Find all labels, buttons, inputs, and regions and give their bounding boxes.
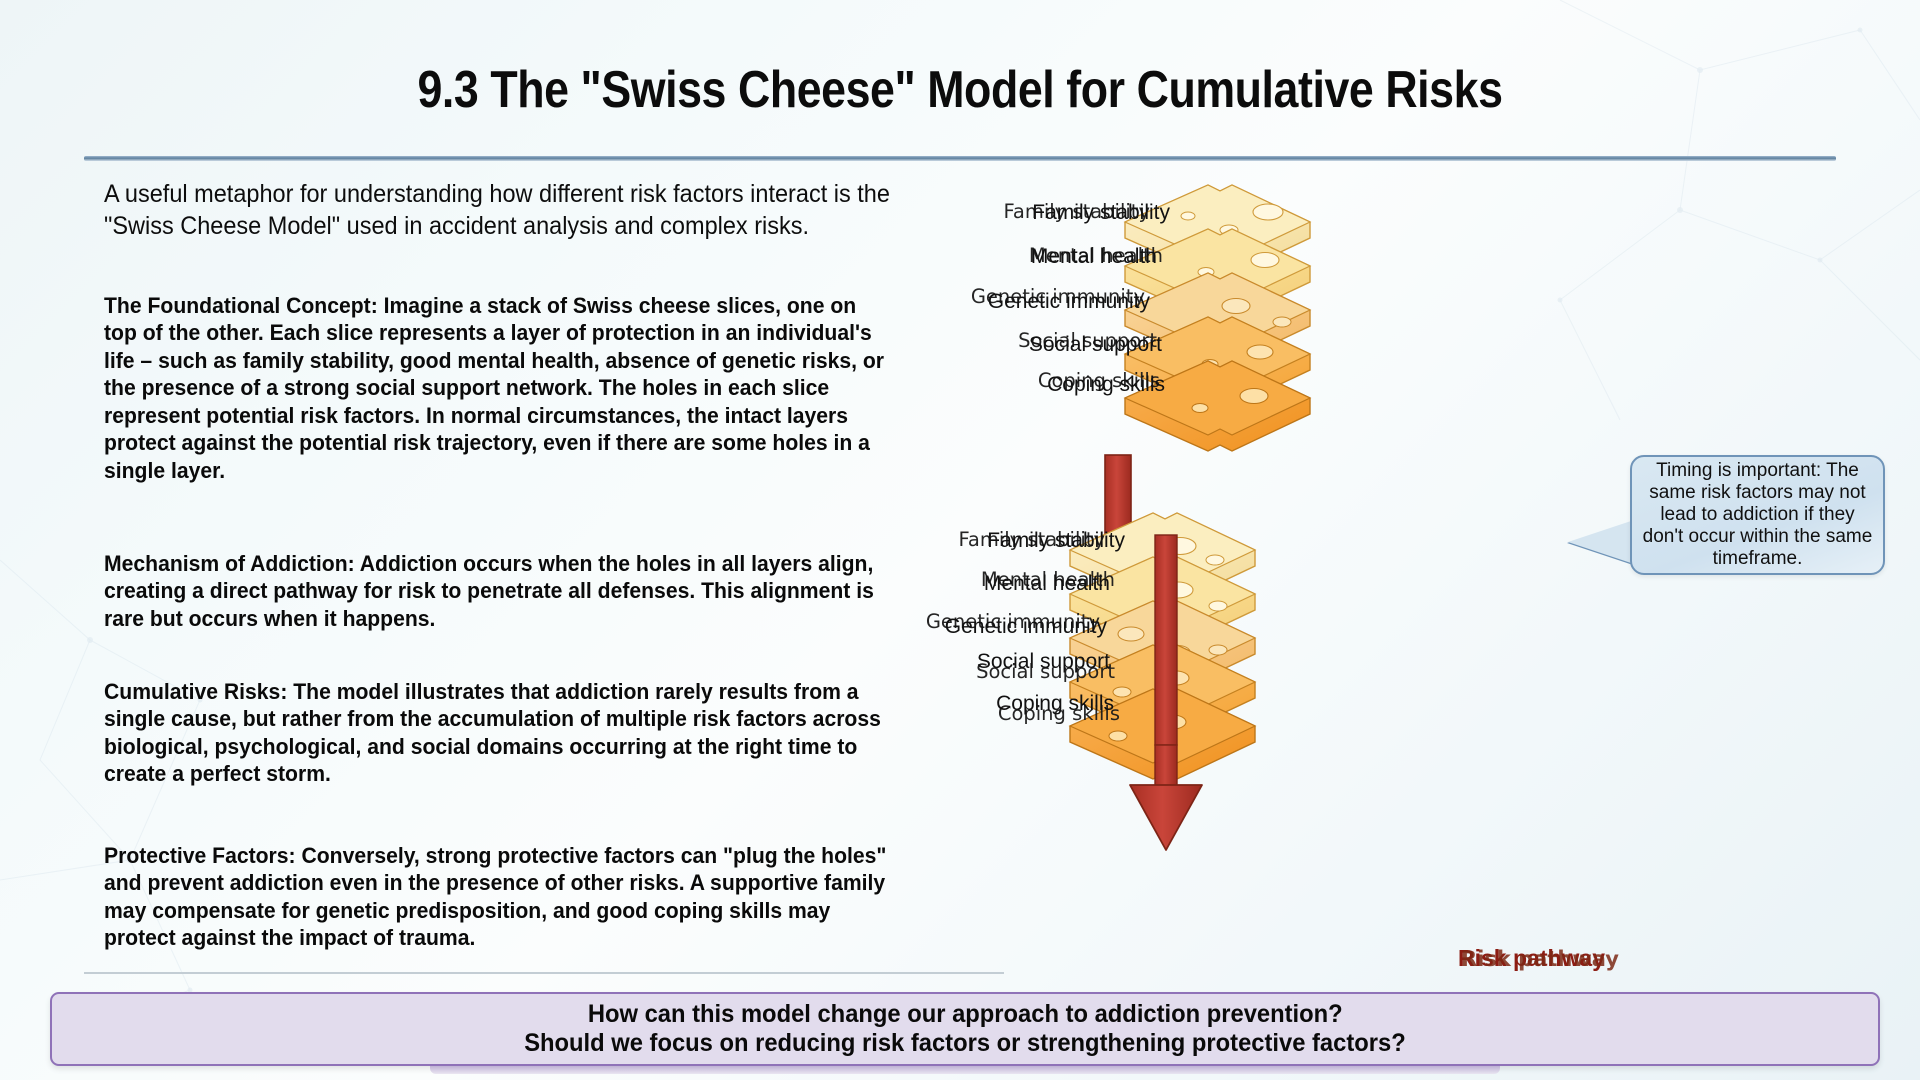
top-stack-label-mental-health: Mental health <box>1030 245 1157 268</box>
bottom-stack-label-genetic-immunity: Genetic immunity <box>944 615 1107 638</box>
banner-shadow <box>430 1066 1500 1074</box>
top-stack-label-mental-health-ghost: Mental health <box>1028 244 1163 267</box>
top-stack-label-genetic-immunity: Genetic immunity <box>987 290 1150 313</box>
timing-callout-bubble: Timing is important: The same risk facto… <box>1630 455 1885 575</box>
risk-arrow-head <box>1129 744 1203 851</box>
page-title: 9.3 The "Swiss Cheese" Model for Cumulat… <box>417 61 1503 119</box>
text-column-bottom-divider <box>84 972 1004 974</box>
top-stack-label-social-support: Social support <box>1028 333 1162 356</box>
risk-pathway-label: Risk pathway Risk pathway <box>1458 945 1619 972</box>
bottom-stack-label-coping-skills-ghost: Coping skills <box>997 702 1120 725</box>
lead-paragraph: A useful metaphor for understanding how … <box>104 180 890 240</box>
top-stack-label-genetic-immunity-ghost: Genetic immunity <box>970 285 1145 308</box>
bottom-stack-label-family-stability-ghost: Family stability <box>958 528 1105 551</box>
swiss-cheese-diagram: Family stability Family stability Mental… <box>926 160 1480 980</box>
discussion-question-banner: How can this model change our approach t… <box>50 992 1880 1066</box>
cheese-stacks-illustration <box>1068 184 1312 851</box>
question-line-1: How can this model change our approach t… <box>587 999 1343 1028</box>
bottom-stack-label-genetic-immunity-ghost: Genetic immunity <box>925 610 1100 633</box>
risk-pathway-label-ghost: Risk pathway <box>1461 947 1619 971</box>
risk-pathway-label-text: Risk pathway <box>1458 945 1605 971</box>
question-line-2: Should we focus on reducing risk factors… <box>524 1029 1406 1057</box>
top-stack-label-social-support-ghost: Social support <box>1018 329 1157 352</box>
paragraph-mechanism-of-addiction: Mechanism of Addiction: Addiction occurs… <box>104 551 874 631</box>
paragraph-cumulative-risks: Cumulative Risks: The model illustrates … <box>104 679 881 787</box>
callout-text: Timing is important: The same risk facto… <box>1642 459 1873 570</box>
top-stack-label-family-stability-ghost: Family stability <box>1003 200 1150 223</box>
top-stack-label-coping-skills-ghost: Coping skills <box>1037 369 1160 392</box>
top-stack-label-coping-skills: Coping skills <box>1047 373 1165 396</box>
top-stack-label-family-stability: Family stability <box>1032 201 1170 224</box>
cheese-slab-top-5 <box>1123 360 1312 452</box>
bottom-stack-label-mental-health: Mental health <box>983 572 1110 595</box>
title-divider <box>84 156 1836 161</box>
bottom-stack-label-mental-health-ghost: Mental health <box>980 568 1115 591</box>
body-text-column: A useful metaphor for understanding how … <box>104 178 1014 950</box>
risk-arrow-shaft-upper <box>1104 454 1132 536</box>
risk-arrow-through-holes <box>1154 534 1178 746</box>
paragraph-foundational-concept: The Foundational Concept: Imagine a stac… <box>104 293 885 483</box>
bottom-stack-label-coping-skills: Coping skills <box>996 692 1114 715</box>
bottom-stack-label-family-stability: Family stability <box>987 529 1125 552</box>
callout-tail <box>1568 520 1634 564</box>
bottom-stack-label-social-support: Social support <box>976 650 1110 673</box>
bottom-stack-label-social-support-ghost: Social support <box>976 660 1115 683</box>
paragraph-protective-factors: Protective Factors: Conversely, strong p… <box>104 843 887 951</box>
